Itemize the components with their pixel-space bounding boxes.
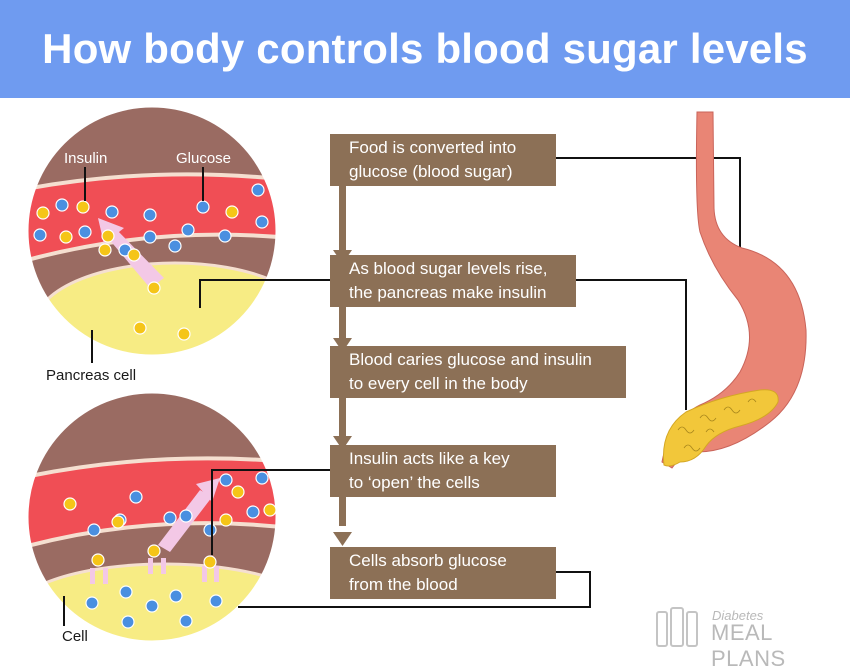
header-banner: How body controls blood sugar levels [0, 0, 850, 98]
circle1-leaders [84, 167, 204, 363]
step-line: Cells absorb glucose [349, 551, 507, 570]
glucose-label: Glucose [176, 150, 232, 167]
step-insulin-key: Insulin acts like a key to ‘open’ the ce… [330, 445, 556, 497]
step-pancreas-insulin: As blood sugar levels rise, the pancreas… [330, 255, 576, 307]
step-line: Blood caries glucose and insulin [349, 350, 592, 369]
pancreas-cell-label: Pancreas cell [46, 367, 137, 384]
insulin-label: Insulin [64, 150, 108, 167]
step-line: glucose (blood sugar) [349, 162, 513, 181]
step-cells-absorb: Cells absorb glucose from the blood [330, 547, 556, 599]
insulin-dots-2 [63, 485, 277, 569]
brand-logo-icon [656, 607, 698, 647]
diagram-art [27, 106, 807, 647]
pancreas-illustration [662, 389, 779, 467]
cell-label: Cell [62, 628, 88, 645]
step-food-to-glucose: Food is converted into glucose (blood su… [330, 134, 556, 186]
step-line: to ‘open’ the cells [349, 473, 480, 492]
step-blood-carries: Blood caries glucose and insulin to ever… [330, 346, 626, 398]
pancreas-circle [28, 107, 276, 355]
step-line: to every cell in the body [349, 374, 528, 393]
glucose-dots-2 [85, 471, 269, 629]
step-line: from the blood [349, 575, 458, 594]
receptors [90, 558, 219, 584]
brand-big-text: MEAL PLANS [711, 620, 786, 671]
page-title: How body controls blood sugar levels [42, 25, 808, 72]
step-line: the pancreas make insulin [349, 283, 547, 302]
step-line: Food is converted into [349, 138, 517, 157]
insulin-dots-1 [36, 200, 239, 341]
step-line: Insulin acts like a key [349, 449, 510, 468]
brand-small-text: Diabetes [712, 608, 764, 623]
cell-circle [28, 393, 276, 641]
stomach-illustration [661, 111, 807, 469]
step-line: As blood sugar levels rise, [349, 259, 548, 278]
glucose-dots-1 [33, 183, 269, 257]
